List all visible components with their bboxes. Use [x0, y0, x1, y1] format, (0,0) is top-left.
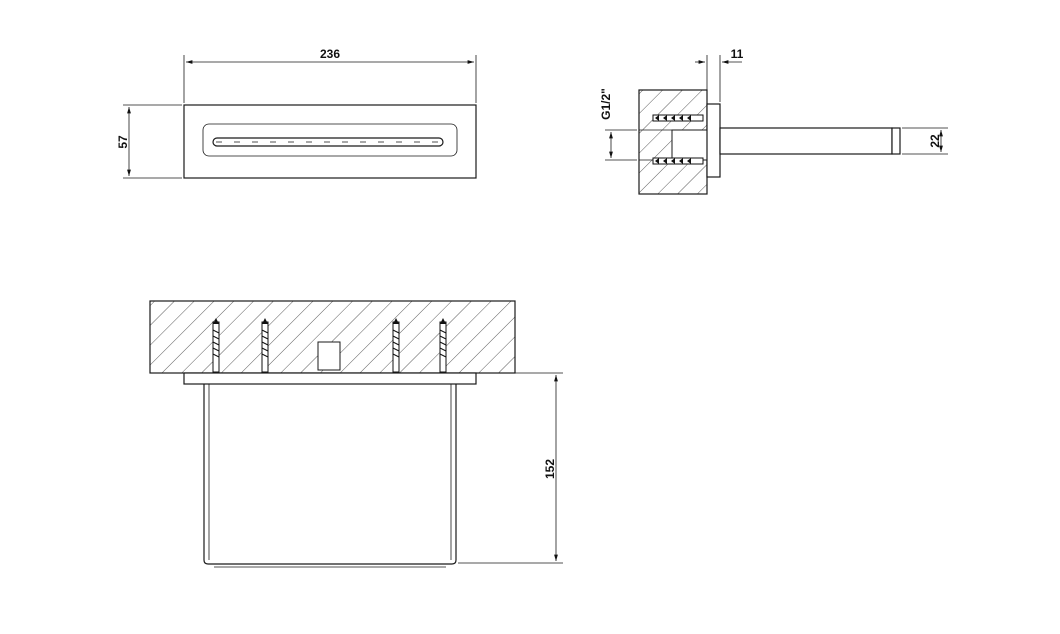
- top-view: 152: [149, 300, 563, 568]
- front-view: 236 57: [116, 47, 477, 179]
- threaded-connection: [671, 129, 708, 161]
- screw-upper: [652, 114, 704, 122]
- dim-width-label: 236: [320, 47, 340, 61]
- dim-spout-label: 22: [928, 134, 942, 148]
- dim-height-label: 57: [116, 135, 130, 149]
- screw-lower: [652, 157, 704, 165]
- water-inlet: [317, 341, 341, 371]
- wall-anchor-3: [392, 318, 400, 373]
- spout-tip: [891, 127, 901, 155]
- dim-thread-label: G1/2": [599, 88, 613, 120]
- outlet-slot-outer: [202, 123, 458, 157]
- flange: [706, 103, 721, 178]
- front-plate: [183, 104, 477, 179]
- dim-flange-label: 11: [731, 47, 744, 61]
- outlet-slot-inner: [212, 137, 444, 147]
- wall-anchor-1: [212, 318, 220, 373]
- flange-top: [183, 372, 477, 385]
- wall-anchor-2: [261, 318, 269, 373]
- spout: [719, 127, 893, 155]
- side-view: 11 G1/2" 22: [599, 47, 948, 195]
- dim-projection-label: 152: [543, 459, 557, 479]
- spout-body: [203, 384, 457, 565]
- wall-anchor-4: [439, 318, 447, 373]
